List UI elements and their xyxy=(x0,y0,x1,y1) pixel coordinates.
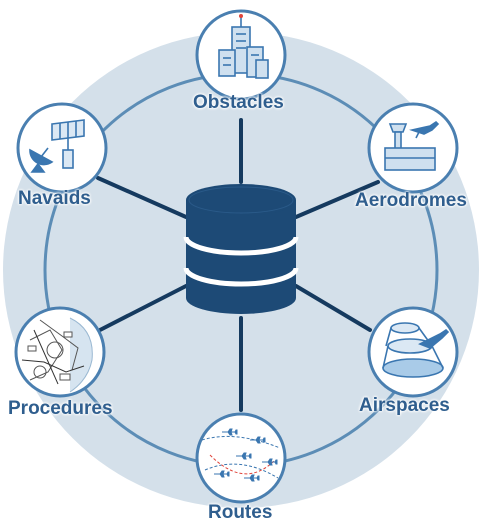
procedure-chart-icon xyxy=(21,317,93,393)
spoke-aerodromes xyxy=(294,180,380,219)
label-routes: Routes xyxy=(208,502,273,523)
control-tower-airplane-icon xyxy=(384,120,440,171)
spokes xyxy=(96,118,380,412)
database-icon xyxy=(183,184,299,314)
label-airspaces: Airspaces xyxy=(359,395,450,416)
node-routes xyxy=(195,412,287,504)
label-obstacles: Obstacles xyxy=(193,92,284,113)
buildings-icon xyxy=(218,14,269,79)
radar-antenna-icon xyxy=(29,119,85,173)
spoke-navaids xyxy=(96,176,188,219)
airspace-layers-airplane-icon xyxy=(382,322,450,378)
label-navaids: Navaids xyxy=(18,188,91,209)
node-procedures xyxy=(14,306,106,398)
node-airspaces xyxy=(367,306,459,398)
route-map-airplanes-icon xyxy=(201,428,281,482)
spoke-airspaces xyxy=(294,284,372,332)
node-navaids xyxy=(16,102,108,194)
node-obstacles xyxy=(195,9,287,101)
node-aerodromes xyxy=(367,102,459,194)
label-aerodromes: Aerodromes xyxy=(355,190,467,211)
label-procedures: Procedures xyxy=(8,398,113,419)
spoke-procedures xyxy=(98,284,188,332)
